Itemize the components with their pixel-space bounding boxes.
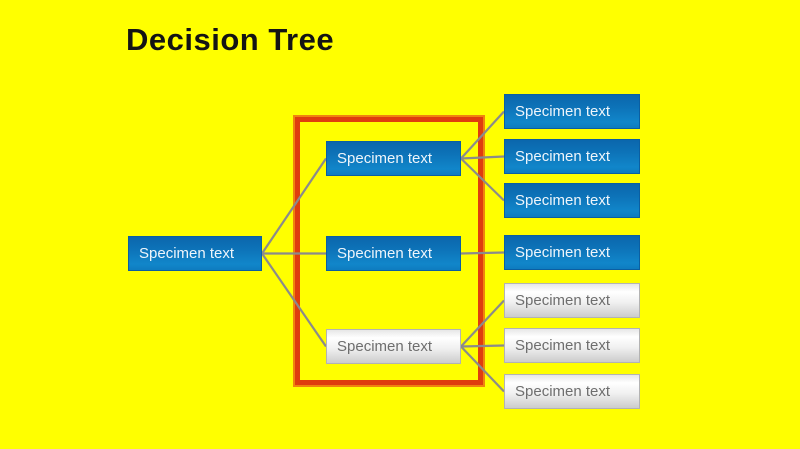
node-branch-3: Specimen text	[326, 329, 461, 364]
node-root: Specimen text	[128, 236, 262, 271]
node-leaf-3: Specimen text	[504, 183, 640, 218]
node-leaf-5: Specimen text	[504, 283, 640, 318]
node-leaf-1: Specimen text	[504, 94, 640, 129]
node-leaf-2: Specimen text	[504, 139, 640, 174]
node-leaf-7: Specimen text	[504, 374, 640, 409]
node-branch-2: Specimen text	[326, 236, 461, 271]
node-leaf-4: Specimen text	[504, 235, 640, 270]
slide-title: Decision Tree	[126, 22, 335, 57]
node-leaf-6: Specimen text	[504, 328, 640, 363]
node-branch-1: Specimen text	[326, 141, 461, 176]
